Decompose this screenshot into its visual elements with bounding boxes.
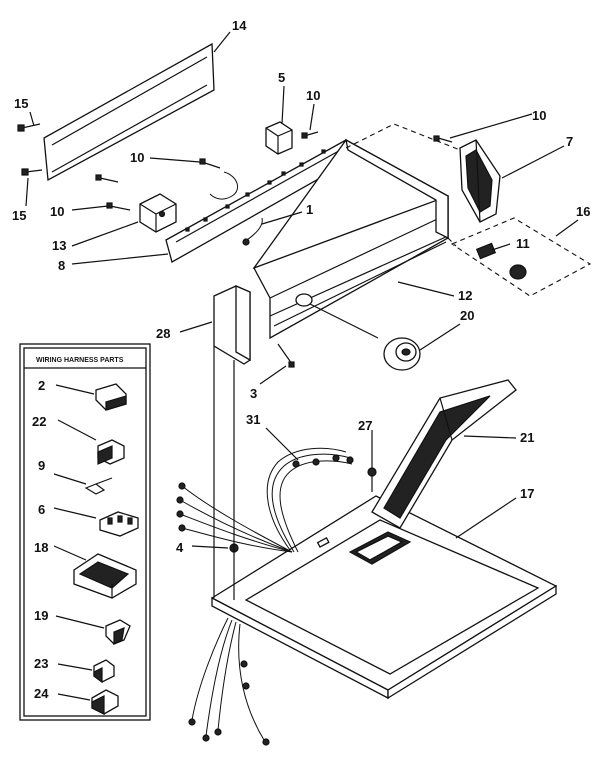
screw-27 (367, 430, 377, 492)
top-panel (210, 495, 558, 700)
panel-item-label: 2 (38, 378, 45, 393)
callout-10-mid: 10 (130, 150, 144, 165)
terminal-9 (84, 477, 113, 495)
clip-19 (105, 619, 131, 645)
callout-7: 7 (566, 134, 573, 149)
callout-31: 31 (246, 412, 260, 427)
knob-spring (475, 242, 527, 280)
panel-item-label: 23 (34, 656, 48, 671)
callout-16: 16 (576, 204, 590, 219)
callout-8: 8 (58, 258, 65, 273)
terminal-block-18 (73, 553, 137, 599)
callout-14: 14 (232, 18, 247, 33)
callout-21: 21 (520, 430, 534, 445)
screw-10-a (301, 131, 319, 139)
wiring-harness-parts-title: WIRING HARNESS PARTS (36, 357, 124, 364)
console-knob-opening (295, 293, 379, 339)
console-end-cap (459, 139, 501, 223)
callout-labels: 14 15 15 5 10 10 10 10 7 16 11 1 13 8 12… (12, 18, 590, 555)
console-rear-panel (43, 42, 215, 182)
wire-harness-lower (188, 617, 270, 746)
screw-4 (191, 543, 239, 553)
callout-10-top: 10 (306, 88, 320, 103)
wire-connector-1 (209, 171, 263, 246)
callout-15-lower: 15 (12, 208, 26, 223)
screw-15-lower (21, 168, 43, 176)
connector-6 (99, 511, 139, 537)
callout-20: 20 (460, 308, 474, 323)
assembly-dashed-lines (345, 123, 461, 247)
screw-15-upper (17, 123, 41, 132)
connector-2 (95, 383, 127, 411)
switch-block (265, 121, 293, 155)
panel-item-label: 6 (38, 502, 45, 517)
callout-10-right: 10 (532, 108, 546, 123)
connector-23 (93, 659, 115, 684)
timer-knob (383, 337, 421, 371)
timer-switch (139, 193, 177, 233)
callout-15-upper: 15 (14, 96, 28, 111)
callout-3: 3 (250, 386, 257, 401)
air-duct (371, 379, 517, 529)
wiring-harness-parts-panel: WIRING HARNESS PARTS (19, 343, 151, 721)
callout-13: 13 (52, 238, 66, 253)
callout-12: 12 (458, 288, 472, 303)
wire-harness-31 (266, 447, 354, 553)
console-housing (252, 138, 449, 340)
panel-item-label: 19 (34, 608, 48, 623)
connector-24 (91, 689, 119, 715)
screw-10-c (199, 158, 221, 169)
panel-marks (185, 149, 326, 232)
wire-harness-left (176, 482, 293, 553)
callout-10-left: 10 (50, 204, 64, 219)
panel-item-label: 22 (32, 414, 46, 429)
callout-17: 17 (520, 486, 534, 501)
knob-kit-box (450, 217, 592, 297)
panel-item-label: 24 (34, 686, 49, 701)
bracket-guide-lines (213, 346, 235, 600)
side-bracket (213, 285, 251, 365)
panel-item-label: 9 (38, 458, 45, 473)
callout-leaders (25, 31, 579, 539)
callout-27: 27 (358, 418, 372, 433)
callout-4: 4 (176, 540, 184, 555)
callout-28: 28 (156, 326, 170, 341)
connector-22 (97, 439, 125, 465)
callout-5: 5 (278, 70, 285, 85)
screw-3 (277, 343, 295, 368)
callout-11: 11 (516, 236, 530, 251)
screw-10-d (95, 174, 131, 211)
callout-1: 1 (306, 202, 313, 217)
panel-item-label: 18 (34, 540, 48, 555)
